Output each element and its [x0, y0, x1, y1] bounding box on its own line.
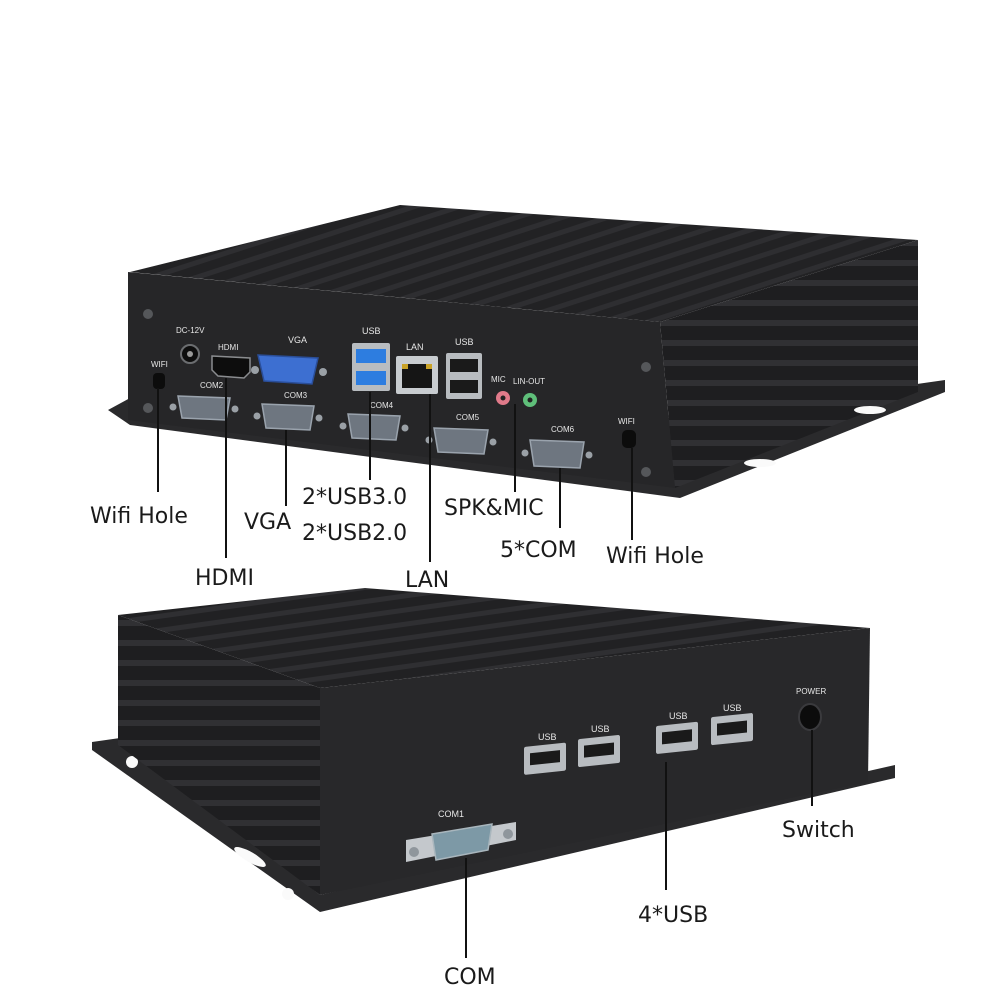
callout-vga: VGA [244, 510, 292, 535]
callout-usb2: 2*USB2.0 [302, 521, 408, 546]
usb2-label: USB [591, 724, 610, 734]
callout-usb3: 2*USB3.0 [302, 485, 408, 510]
lan-port-label: LAN [406, 342, 424, 352]
usb1-label: USB [538, 732, 557, 742]
usb3-port-icon [356, 371, 386, 385]
com4-port [347, 413, 401, 441]
bottom-flange-hole [282, 888, 294, 900]
top-flange-slot [744, 459, 776, 467]
com2-label: COM2 [200, 381, 224, 390]
vga-port [257, 354, 319, 385]
screw-icon [143, 403, 153, 413]
usb3-port-icon [356, 349, 386, 363]
wifi-left-label: WIFI [151, 360, 168, 369]
usb2-port-icon [450, 380, 478, 393]
wifi-hole-right [622, 430, 636, 448]
callout-hdmi: HDMI [195, 566, 254, 591]
hdmi-port-label: HDMI [218, 343, 238, 352]
com2-port [177, 395, 231, 421]
com3-label: COM3 [284, 391, 308, 400]
com6-port [529, 439, 585, 469]
callout-wifi-hole-right: Wifi Hole [606, 544, 704, 569]
com6-label: COM6 [551, 425, 575, 434]
usb3-label: USB [669, 711, 688, 721]
top-unit: WIFI DC-12V HDMI VGA COM2 COM3 USB LAN [108, 205, 945, 498]
bottom-unit: USB USB USB USB POWER COM1 [92, 588, 895, 912]
power-button[interactable] [798, 703, 822, 731]
power-label: POWER [796, 687, 826, 696]
callout-wifi-hole-left: Wifi Hole [90, 504, 188, 529]
callout-lan: LAN [405, 568, 450, 593]
callout-com: COM [444, 965, 496, 990]
usb-left-label: USB [362, 326, 381, 336]
callout-switch: Switch [782, 818, 855, 843]
bottom-leader-lines [465, 730, 813, 958]
com5-port [433, 427, 489, 455]
top-side-fins [660, 240, 918, 488]
bottom-side-fins [118, 615, 320, 895]
bottom-heatsink [118, 588, 870, 688]
wifi-right-label: WIFI [618, 417, 635, 426]
usb2-port-icon [450, 359, 478, 372]
usb-right-label: USB [455, 337, 474, 347]
com3-port [261, 403, 315, 431]
screw-icon [641, 362, 651, 372]
bottom-flange-hole [126, 756, 138, 768]
callout-spk-mic: SPK&MIC [444, 496, 544, 521]
com1-label: COM1 [438, 809, 464, 819]
usb4-label: USB [723, 703, 742, 713]
lineout-label: LIN-OUT [513, 377, 545, 386]
hdmi-port [211, 355, 251, 379]
com5-label: COM5 [456, 413, 480, 422]
wifi-hole-left [153, 373, 165, 389]
dc-label: DC-12V [176, 326, 205, 335]
top-heatsink [130, 205, 918, 322]
com1-port [431, 823, 493, 861]
callout-5com: 5*COM [500, 538, 577, 563]
screw-icon [641, 467, 651, 477]
com4-label: COM4 [370, 401, 394, 410]
callout-4usb: 4*USB [638, 903, 709, 928]
screw-icon [143, 309, 153, 319]
mic-label: MIC [491, 375, 506, 384]
vga-port-label: VGA [288, 335, 307, 345]
top-leader-lines [157, 378, 633, 562]
top-flange-slot [854, 406, 886, 414]
bottom-flange-slot [234, 847, 266, 867]
